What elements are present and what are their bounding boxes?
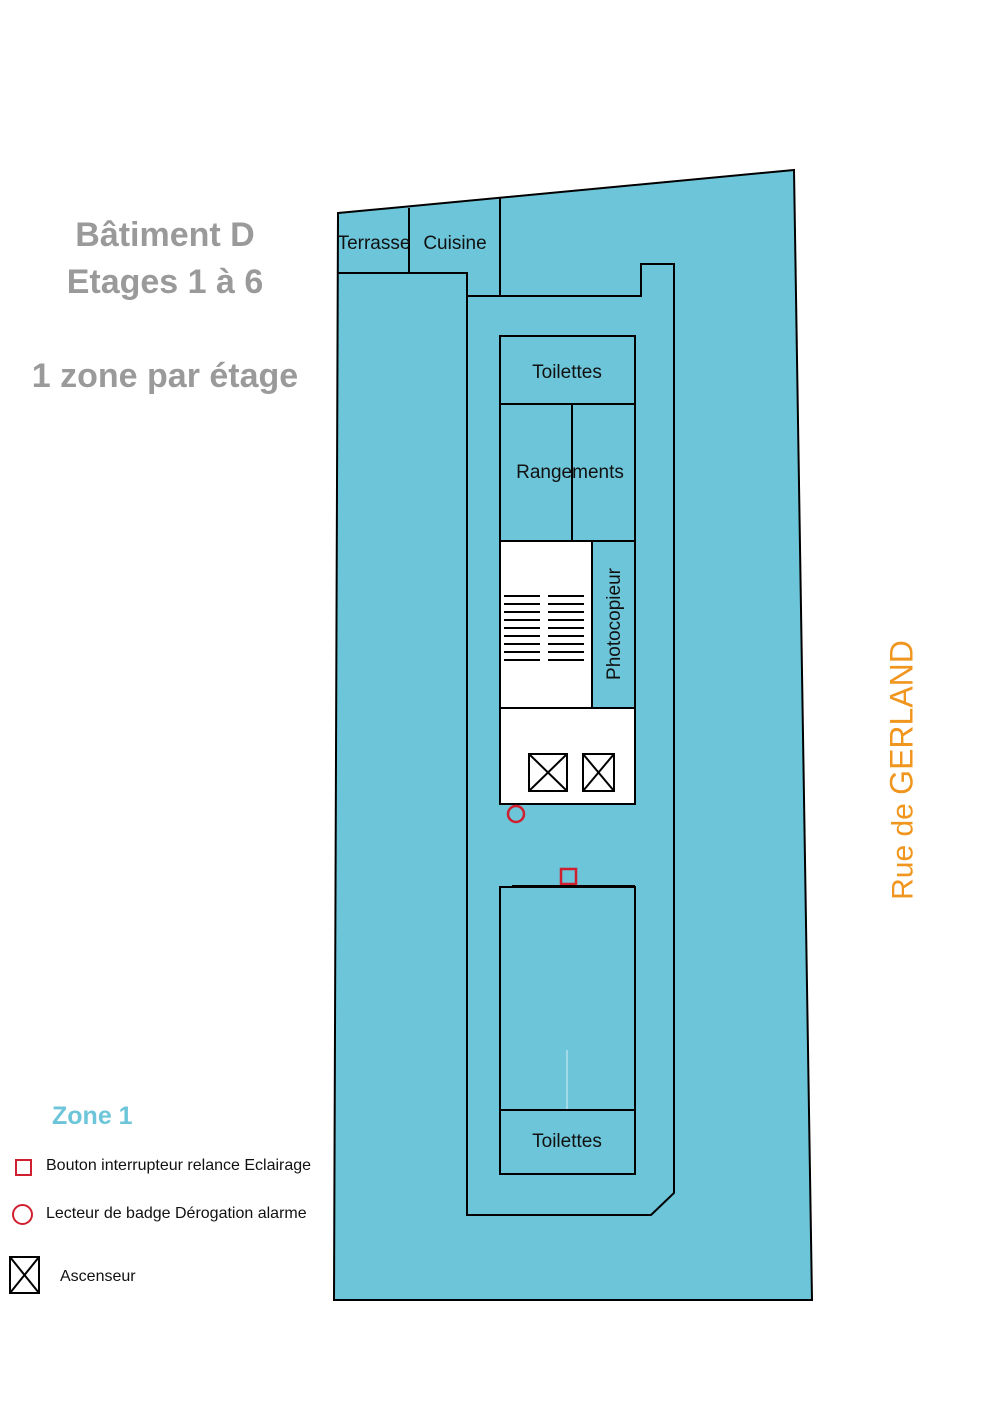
room-photocopieur: Photocopieur xyxy=(604,567,625,680)
legend-title: Zone 1 xyxy=(52,1102,133,1130)
room-rangements: Rangements xyxy=(516,462,624,483)
elevator-icon xyxy=(582,753,615,792)
terrasse-bottom-wall xyxy=(409,272,468,296)
stairs-icon xyxy=(504,595,584,661)
legend-button-label: Bouton interrupteur relance Eclairage xyxy=(46,1157,312,1174)
legend-square-icon xyxy=(15,1159,32,1176)
toilettes-top-room xyxy=(499,335,636,405)
legend-lift-label: Ascenseur xyxy=(60,1268,136,1285)
zones-subtitle: 1 zone par étage xyxy=(31,357,299,395)
street-prefix: Rue de xyxy=(886,794,920,900)
light-button-marker xyxy=(559,867,578,886)
rangements-room xyxy=(499,403,636,542)
badge-reader-marker xyxy=(506,804,526,824)
room-toilettes-top: Toilettes xyxy=(532,362,602,383)
legend-badge-label: Lecteur de badge Dérogation alarme xyxy=(46,1205,307,1222)
room-cuisine: Cuisine xyxy=(423,233,486,254)
photocopieur-room xyxy=(591,540,636,709)
street-label: Rue de GERLAND xyxy=(884,640,921,900)
stairwell xyxy=(499,540,593,709)
building-title: Bâtiment D xyxy=(75,216,255,254)
room-toilettes-bottom: Toilettes xyxy=(532,1131,602,1152)
room-terrasse: Terrasse xyxy=(338,233,411,254)
toilettes-bottom-room xyxy=(499,1109,636,1175)
legend-elevator-icon xyxy=(9,1256,40,1294)
floors-subtitle: Etages 1 à 6 xyxy=(66,263,264,301)
street-name: GERLAND xyxy=(883,640,920,795)
elevator-icon xyxy=(528,753,568,792)
legend-circle-icon xyxy=(12,1204,33,1225)
